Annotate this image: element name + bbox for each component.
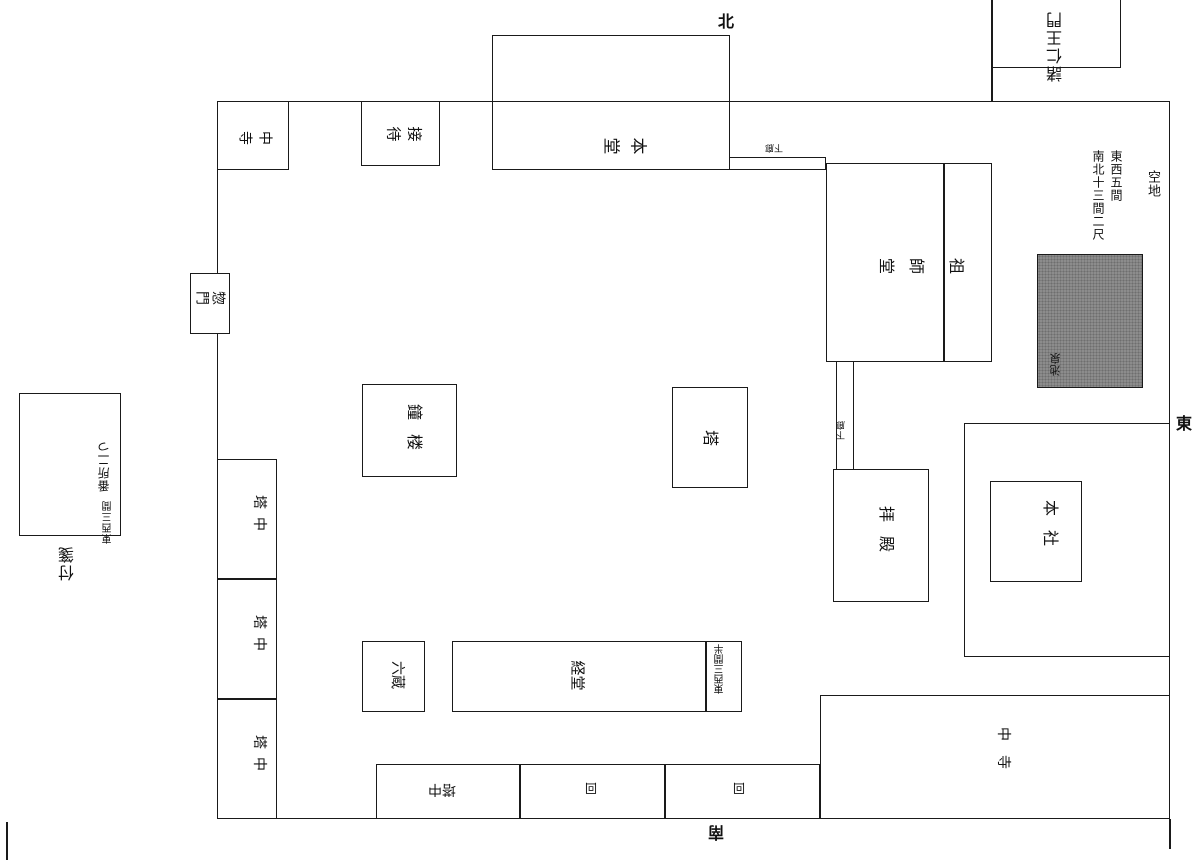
tatchu-south-label: 塔中 <box>428 781 456 797</box>
top-right-label: 諸仁王門 <box>1046 10 1065 82</box>
somon-label: 惣門 <box>194 289 226 305</box>
east-label: 東 <box>1176 414 1193 433</box>
soshido-label-shi: 師 <box>907 257 927 275</box>
chuuji-nw-building <box>217 101 289 170</box>
somon-gate <box>190 273 230 334</box>
haiden-building <box>833 469 929 602</box>
chuuji-se-label: 中寺 <box>995 727 1011 783</box>
honsha-label: 本社 <box>1041 499 1061 561</box>
akichi-label: 空地 <box>1145 170 1160 198</box>
tatchu-west-2-label: 塔中 <box>251 615 267 659</box>
honsha-building <box>990 481 1082 582</box>
fusen-note-main: 番所二つ <box>97 440 111 492</box>
fusen-note-sub: 東西三間 <box>103 500 114 544</box>
akichi-note-1: 東西五間 <box>1109 150 1123 202</box>
tatchu-west-3 <box>217 699 277 819</box>
chuuji-nw-label: 中寺 <box>233 129 273 145</box>
kai-1 <box>520 764 665 819</box>
tatchu-west-1 <box>217 459 277 579</box>
east-boundary-extension <box>1169 819 1171 849</box>
soshido-label-so: 祖 <box>947 257 967 275</box>
kai-2-label: 回 <box>733 781 746 795</box>
akichi-note-2: 南北十三間二尺 <box>1091 150 1105 241</box>
setsutai-label: 接待 <box>380 124 423 143</box>
chuuji-se-building <box>820 695 1170 819</box>
middle-corridor-label: 下廊 <box>837 420 847 440</box>
tatchu-west-3-label: 塔中 <box>251 735 267 779</box>
upper-corridor-label: 下廊 <box>765 142 784 152</box>
shoro-building <box>362 384 457 477</box>
kyodo-building <box>452 641 706 712</box>
kyodo-annex <box>706 641 742 712</box>
kai-1-label: 回 <box>585 781 598 795</box>
haiden-label: 拝殿 <box>877 505 897 567</box>
honsha-enclosure <box>964 423 1170 657</box>
tatchu-west-1-label: 塔中 <box>251 495 267 539</box>
hondo-building <box>492 35 730 170</box>
rikuzo-building <box>362 641 425 712</box>
south-label: 南 <box>708 823 725 842</box>
upper-corridor <box>730 157 826 170</box>
tatchu-south <box>376 764 520 819</box>
left-edge-tick <box>6 822 8 860</box>
to-building <box>672 387 748 488</box>
soshido-label-do: 堂 <box>877 257 897 275</box>
tatchu-west-2 <box>217 579 277 699</box>
kyodo-annex-label: 東西三間半 <box>715 644 726 694</box>
fusen-caption: 付箋 <box>58 545 77 581</box>
pond-area <box>1037 254 1143 388</box>
hondo-label: 本堂 <box>593 133 648 154</box>
setsutai-building <box>361 101 440 166</box>
to-label: 塔 <box>701 429 721 447</box>
pond-label: 池泉 <box>1049 352 1062 376</box>
rikuzo-label: 六蔵 <box>389 661 405 689</box>
fusen-slip <box>19 393 121 536</box>
shoro-label: 鐘楼 <box>405 403 425 465</box>
middle-corridor <box>836 362 854 470</box>
soshido-inner-line <box>943 163 945 362</box>
kyodo-label: 経堂 <box>568 660 587 691</box>
soshido-building <box>826 163 992 362</box>
north-label: 北 <box>718 12 735 31</box>
top-right-building <box>991 0 1121 68</box>
kai-2 <box>665 764 820 819</box>
